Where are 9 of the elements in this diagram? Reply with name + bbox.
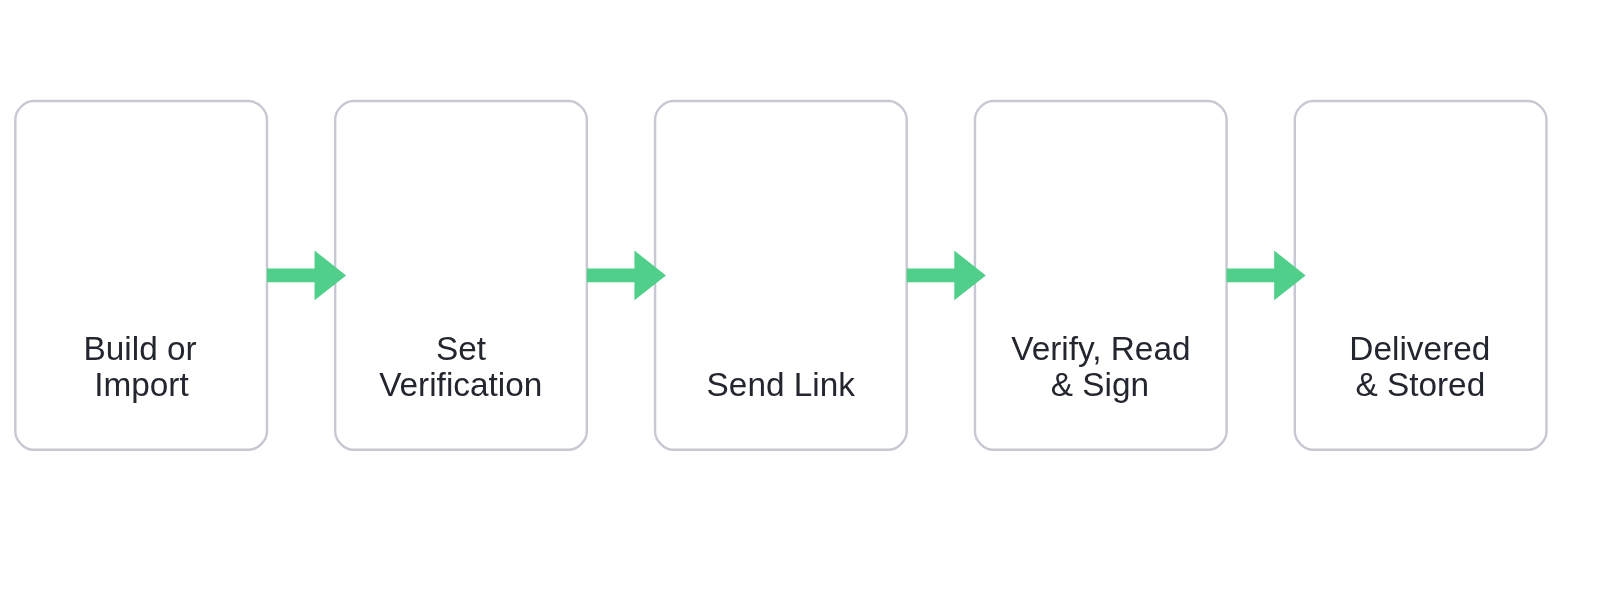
node-box: Set Verification xyxy=(334,99,589,451)
arrow xyxy=(586,250,666,301)
node-box: Verify, Read & Sign xyxy=(973,99,1228,451)
node-box: Delivered & Stored xyxy=(1293,99,1548,451)
arrow xyxy=(267,250,347,301)
arrow xyxy=(1226,250,1306,301)
node-box: Send Link xyxy=(653,99,908,451)
arrow xyxy=(906,250,986,301)
node-box: Build or Import xyxy=(14,99,269,451)
